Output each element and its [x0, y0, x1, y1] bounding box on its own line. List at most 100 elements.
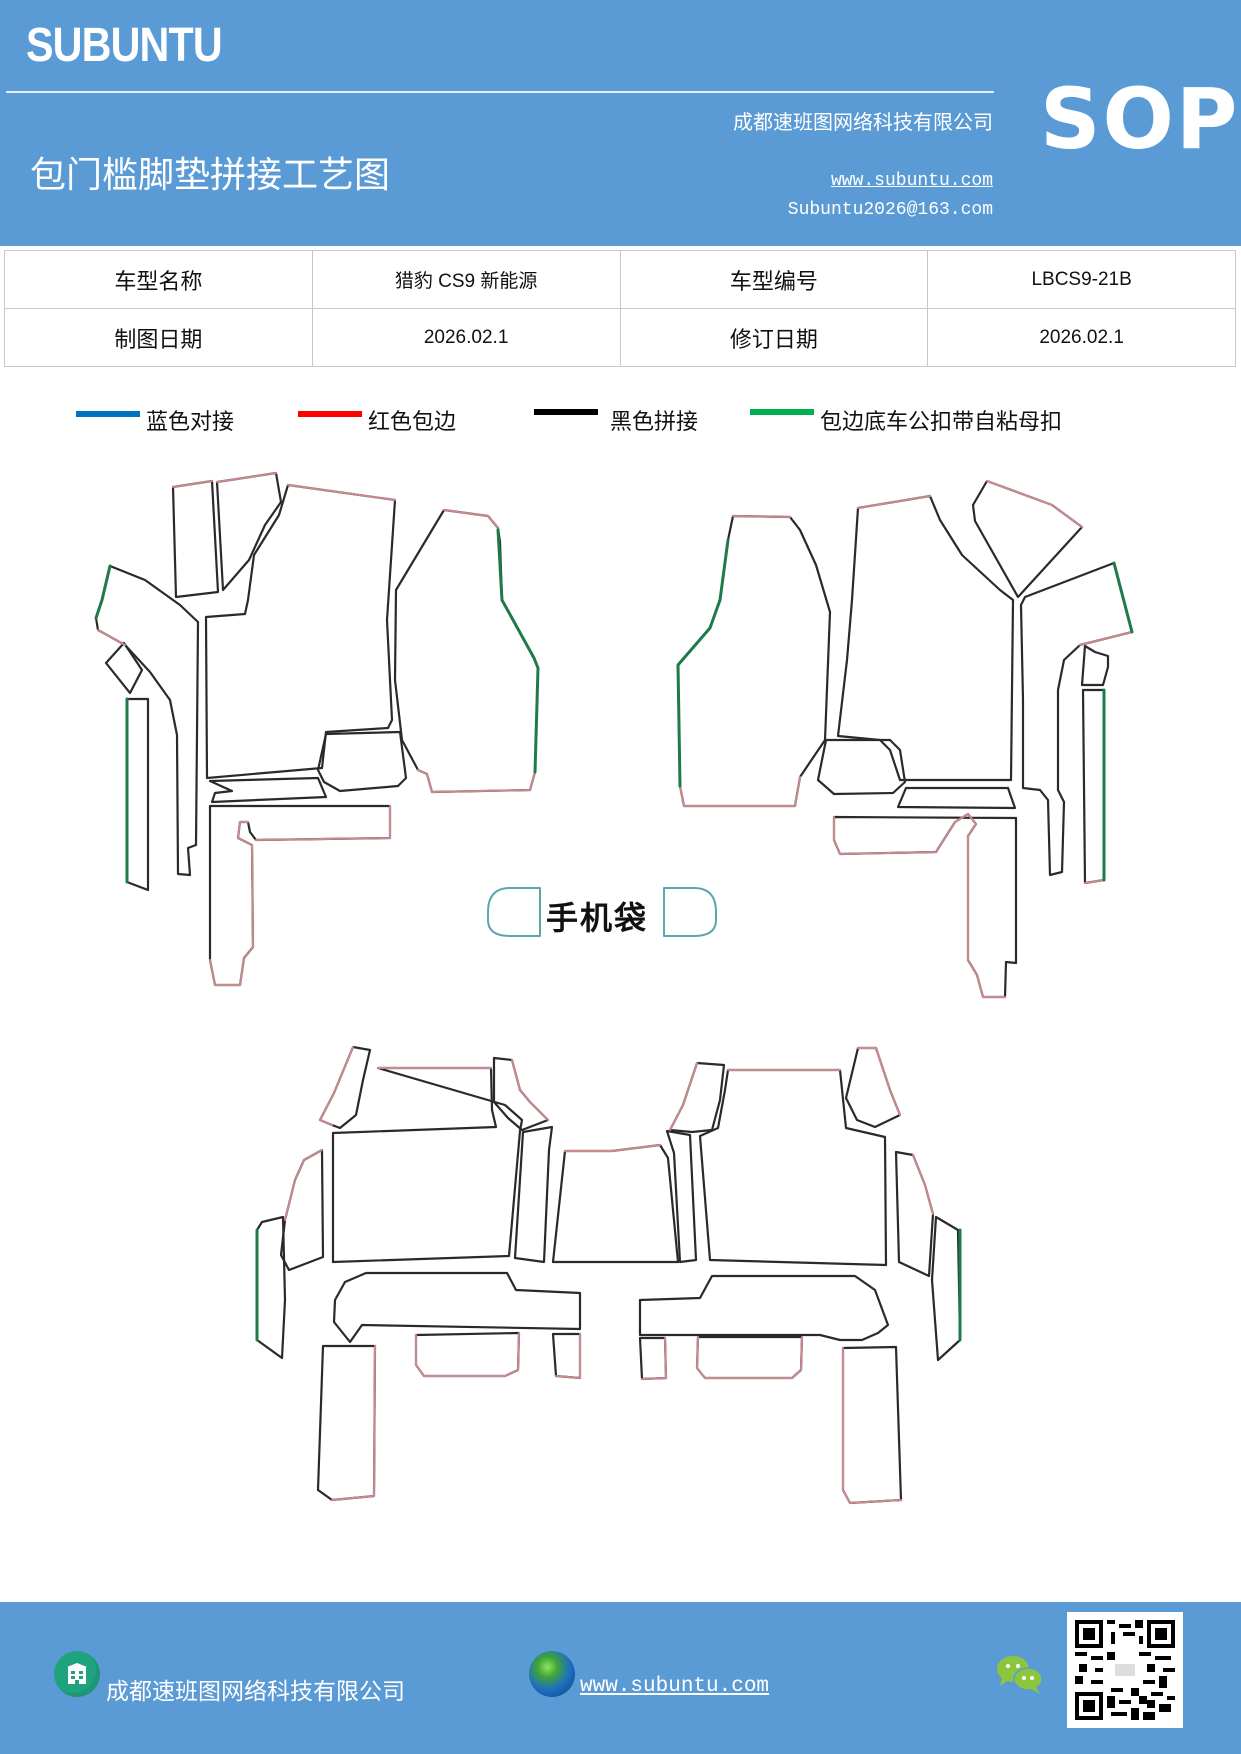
binding-edge — [209, 821, 254, 986]
mat-piece — [668, 1061, 726, 1134]
fastener-edge — [496, 528, 540, 774]
binding-edge — [1084, 879, 1105, 884]
mat-piece — [393, 508, 540, 794]
header-email[interactable]: Subuntu2026@163.com — [787, 200, 993, 220]
header-divider — [6, 91, 994, 93]
mat-piece — [551, 1143, 680, 1264]
legend-item-black: 黑色拼接 — [534, 400, 698, 436]
vehicle-info-table: 车型名称 猎豹 CS9 新能源 车型编号 LBCS9-21B 制图日期 2026… — [4, 250, 1236, 367]
mat-piece — [94, 564, 200, 877]
mat-piece — [836, 494, 1015, 782]
mat-piece — [930, 1215, 962, 1362]
wechat-glyph — [997, 1656, 1043, 1694]
mat-piece — [255, 1215, 287, 1360]
qr-code[interactable] — [1067, 1612, 1183, 1728]
binding-edge — [511, 1059, 549, 1121]
globe-icon — [529, 1651, 575, 1697]
mat-piece — [215, 471, 283, 592]
fastener-edge — [1112, 561, 1134, 634]
mat-piece — [816, 738, 907, 796]
legend-item-blue: 蓝色对接 — [76, 400, 234, 436]
binding-edge — [284, 1149, 323, 1221]
binding-edge — [319, 1046, 354, 1126]
model-code-label: 车型编号 — [619, 250, 929, 309]
mat-piece — [1080, 644, 1110, 687]
brand-logo: SUBUNTU — [26, 19, 223, 72]
legend: 蓝色对接 红色包边 黑色拼接 包边底车公扣带自粘母扣 — [0, 400, 1241, 440]
binding-edge — [986, 480, 1083, 528]
mat-piece — [896, 786, 1017, 810]
fastener-edge — [94, 564, 112, 620]
mat-piece — [832, 812, 1018, 999]
binding-edge — [331, 1345, 376, 1501]
binding-edge — [833, 813, 1006, 998]
binding-edge — [842, 1347, 902, 1504]
legend-item-green: 包边底车公扣带自粘母扣 — [750, 400, 1062, 436]
legend-label: 黑色拼接 — [610, 410, 699, 435]
binding-edge — [417, 769, 536, 793]
black-line-swatch — [534, 409, 598, 415]
building-icon — [54, 1651, 100, 1697]
binding-edge — [857, 1047, 901, 1116]
mat-piece — [208, 776, 328, 804]
green-line-swatch — [750, 409, 814, 415]
wechat-icon[interactable] — [996, 1654, 1044, 1700]
binding-edge — [669, 1062, 698, 1131]
mat-piece — [638, 1336, 668, 1381]
binding-edge — [564, 1144, 661, 1152]
binding-edge — [912, 1154, 934, 1215]
legend-label: 红色包边 — [368, 410, 457, 435]
header: SUBUNTU 包门槛脚垫拼接工艺图 成都速班图网络科技有限公司 www.sub… — [0, 0, 1241, 246]
phone-pocket-label: 手机袋 — [546, 899, 649, 937]
fastener-edge — [676, 538, 730, 788]
model-code-value: LBCS9-21B — [927, 250, 1236, 309]
phone-pocket-left — [487, 887, 541, 937]
drawing-date-value: 2026.02.1 — [311, 308, 621, 367]
mat-piece — [171, 479, 220, 599]
mat-piece — [104, 641, 144, 695]
floor-mat-diagram: 手机袋 — [0, 460, 1241, 1590]
binding-edge — [732, 515, 791, 518]
binding-edge — [255, 805, 391, 841]
binding-edge — [443, 509, 499, 529]
legend-label: 包边底车公扣带自粘母扣 — [820, 410, 1063, 435]
mat-piece — [331, 1066, 524, 1264]
mat-piece — [513, 1125, 554, 1264]
legend-item-red: 红色包边 — [298, 400, 456, 436]
binding-edge — [555, 1333, 581, 1379]
mat-piece — [125, 697, 150, 892]
model-name-value: 猎豹 CS9 新能源 — [311, 250, 621, 309]
mat-pieces-svg — [94, 471, 1134, 1505]
legend-label: 蓝色对接 — [146, 410, 235, 435]
mat-piece — [332, 1271, 582, 1344]
drawing-date-label: 制图日期 — [4, 308, 313, 367]
binding-edge — [216, 472, 277, 483]
mat-piece — [894, 1150, 935, 1278]
header-company-name: 成都速班图网络科技有限公司 — [733, 110, 993, 134]
binding-edge — [415, 1332, 520, 1377]
mat-piece — [698, 1068, 888, 1267]
building-glyph — [67, 1663, 87, 1684]
binding-edge — [679, 776, 801, 807]
mat-piece — [318, 1045, 372, 1130]
footer: 成都速班图网络科技有限公司 www.subuntu.com — [0, 1602, 1241, 1754]
binding-edge — [97, 629, 126, 646]
mat-piece — [844, 1046, 902, 1129]
mat-piece — [414, 1331, 521, 1378]
binding-edge — [172, 480, 213, 488]
mat-piece — [1081, 688, 1106, 885]
mat-piece — [316, 730, 408, 793]
header-website-link[interactable]: www.subuntu.com — [830, 171, 993, 191]
binding-edge — [1079, 631, 1133, 646]
mat-piece — [208, 804, 392, 987]
footer-company-name: 成都速班图网络科技有限公司 — [106, 1679, 405, 1705]
footer-website-link[interactable]: www.subuntu.com — [580, 1675, 770, 1698]
binding-edge — [696, 1336, 803, 1379]
binding-edge — [287, 484, 396, 501]
phone-pocket-right — [663, 887, 717, 937]
binding-edge — [857, 495, 931, 509]
mat-piece — [665, 1129, 698, 1264]
table-row: 车型名称 猎豹 CS9 新能源 车型编号 LBCS9-21B — [4, 250, 1236, 309]
table-row: 制图日期 2026.02.1 修订日期 2026.02.1 — [4, 308, 1236, 367]
model-name-label: 车型名称 — [4, 250, 313, 309]
